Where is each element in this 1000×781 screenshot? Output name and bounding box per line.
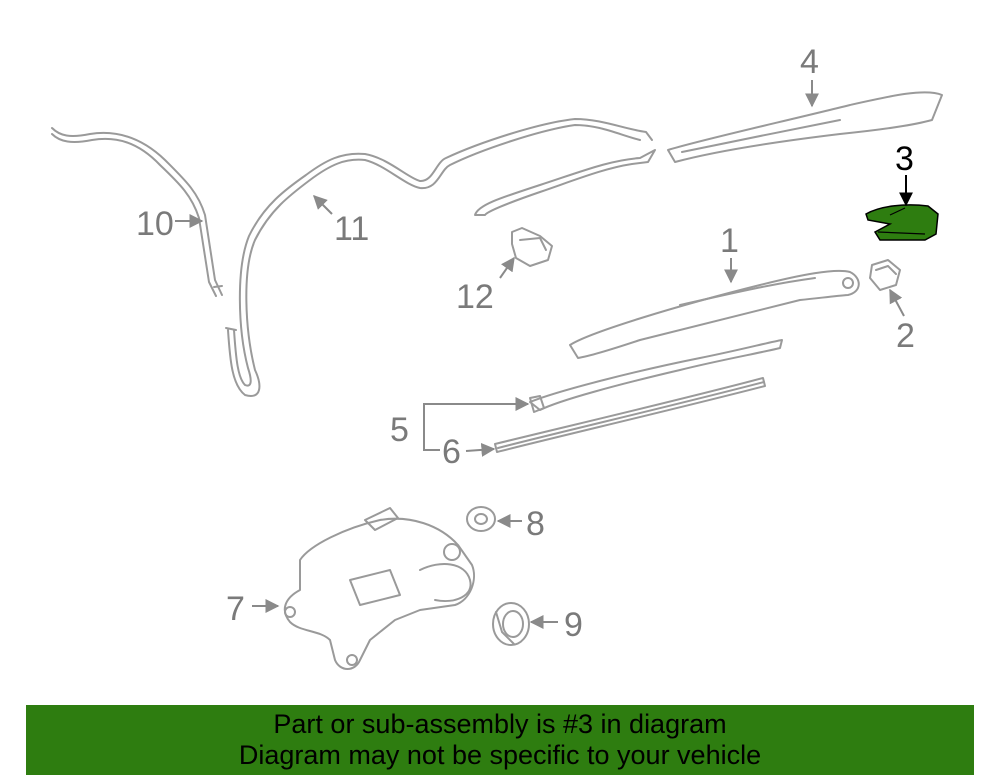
seal-part-9: [492, 602, 530, 646]
callout-7: 7: [226, 590, 245, 628]
callout-6: 6: [442, 433, 461, 471]
callout-11: 11: [334, 210, 369, 248]
callout-9: 9: [564, 606, 583, 644]
info-banner: Part or sub-assembly is #3 in diagram Di…: [26, 705, 974, 775]
washer-hose-part-11: [225, 118, 656, 397]
callout-8: 8: [526, 505, 545, 543]
callout-2: 2: [896, 317, 915, 355]
grommet-part-8: [466, 506, 496, 532]
banner-line-disclaimer: Diagram may not be specific to your vehi…: [238, 740, 762, 770]
callout-5: 5: [390, 411, 409, 449]
wiper-motor-part-7: [283, 507, 475, 670]
banner-line-part-info: Part or sub-assembly is #3 in diagram: [273, 709, 727, 739]
wiper-arm-part-4: [667, 91, 943, 163]
callout-4: 4: [800, 43, 819, 81]
wiper-arm-cap-part-3: [865, 204, 939, 241]
callout-3: 3: [895, 140, 914, 178]
wiper-arm-part-1: [569, 269, 860, 359]
washer-nozzle-part-12: [511, 227, 553, 267]
callout-12: 12: [456, 278, 494, 316]
washer-hose-part-10: [51, 127, 223, 297]
nut-part-2: [869, 259, 901, 291]
callout-10: 10: [136, 205, 174, 243]
callout-1: 1: [720, 222, 739, 260]
parts-diagram: 1 2 3 4 5 6 7 8 9 10 11 12: [51, 43, 943, 670]
wiper-blade-insert-part-6: [494, 377, 766, 453]
wiper-blade-assembly-part-5: [529, 339, 783, 413]
